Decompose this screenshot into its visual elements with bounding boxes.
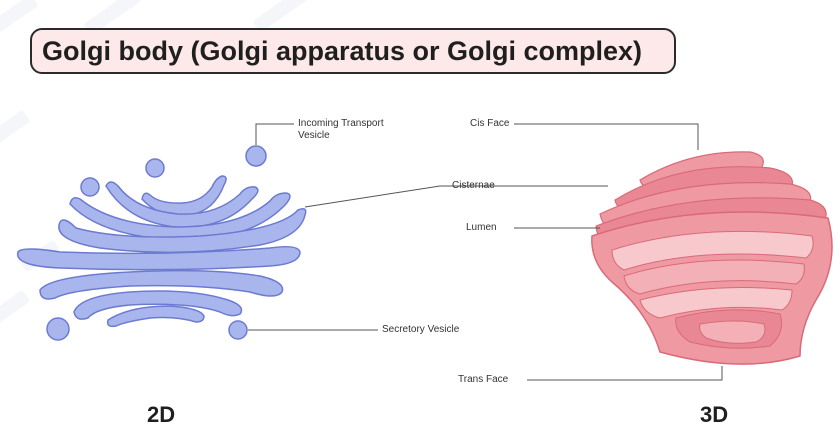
caption-3d: 3D	[700, 402, 728, 428]
label-lumen: Lumen	[466, 222, 497, 234]
label-incoming-vesicle-line1: Incoming Transport	[298, 118, 384, 130]
leader-trans-face	[527, 366, 722, 380]
secretory-vesicle-2d	[229, 321, 247, 339]
incoming-vesicle-2d	[246, 146, 266, 166]
label-incoming-vesicle-line2: Vesicle	[298, 130, 384, 142]
label-incoming-vesicle: Incoming Transport Vesicle	[298, 118, 384, 142]
leader-cis-face	[514, 124, 698, 150]
label-cis-face: Cis Face	[470, 118, 509, 130]
vesicle-2d	[146, 159, 164, 177]
golgi-2d	[18, 146, 306, 340]
label-secretory-vesicle: Secretory Vesicle	[382, 324, 459, 336]
label-cisternae: Cisternae	[452, 180, 495, 192]
label-trans-face: Trans Face	[458, 374, 508, 386]
vesicle-2d	[81, 178, 99, 196]
caption-2d: 2D	[147, 402, 175, 428]
vesicle-2d	[47, 318, 69, 340]
golgi-3d	[592, 152, 832, 364]
leader-incoming-vesicle	[256, 124, 294, 145]
cisterna-2d	[108, 306, 204, 326]
